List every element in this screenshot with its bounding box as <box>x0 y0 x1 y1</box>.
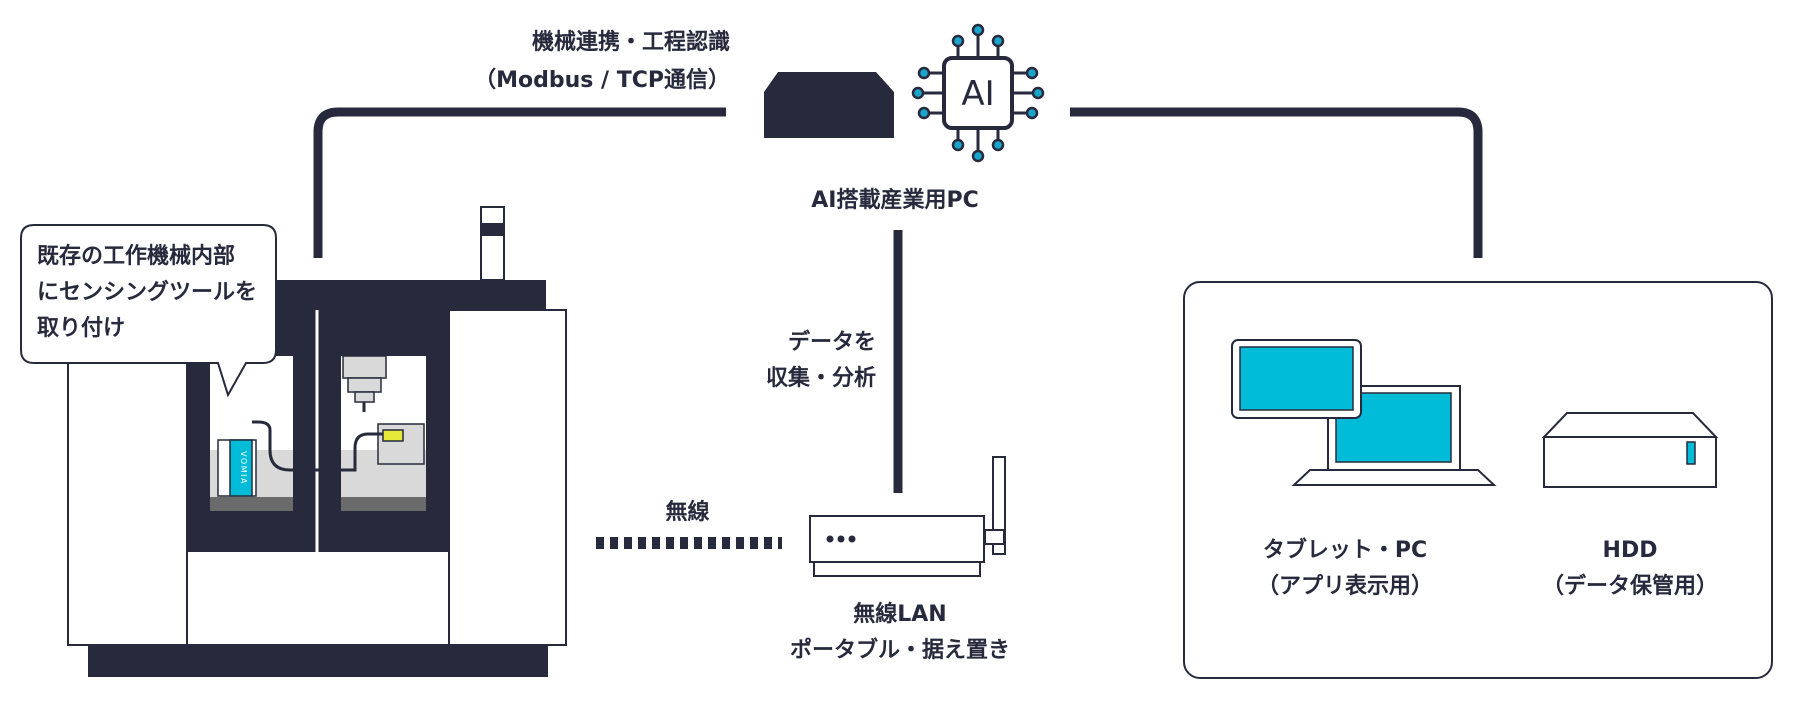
ai-chip-label: AI <box>961 74 994 114</box>
link-title: 機械連携・工程認識 <box>531 30 730 55</box>
hdd-icon <box>1541 412 1719 488</box>
sensor-tool-icon: VOMIA <box>217 439 257 497</box>
callout-line2: にセンシングツールを <box>37 280 258 305</box>
hdd-label-line1: HDD <box>1602 538 1658 563</box>
tablet-pc-label-line2: （アプリ表示用） <box>1256 574 1433 599</box>
data-collect-line1: データを <box>787 330 876 355</box>
ai-pc-label: AI搭載産業用PC <box>811 188 979 213</box>
router-label-line2: ポータブル・据え置き <box>789 638 1010 663</box>
callout-line1: 既存の工作機械内部 <box>37 244 236 269</box>
link-line-left <box>313 107 726 258</box>
ai-chip-icon <box>911 23 1045 163</box>
link-line-right <box>1070 107 1483 258</box>
router-label-line1: 無線LAN <box>853 602 947 627</box>
callout-line3: 取り付け <box>37 316 126 341</box>
industrial-pc-icon <box>764 72 894 138</box>
sensor-brand: VOMIA <box>239 451 248 485</box>
data-collect-line2: 収集・分析 <box>765 366 876 391</box>
hdd-label-line2: （データ保管用） <box>1541 574 1718 599</box>
connection-lines <box>313 107 1483 493</box>
tablet-pc-label-line1: タブレット・PC <box>1262 538 1428 563</box>
router-icon <box>809 456 1006 577</box>
link-protocol: （Modbus / TCP通信） <box>474 68 730 93</box>
wireless-label: 無線 <box>665 500 710 525</box>
tablet-icon <box>1231 339 1362 419</box>
callout-bubble <box>20 224 277 398</box>
